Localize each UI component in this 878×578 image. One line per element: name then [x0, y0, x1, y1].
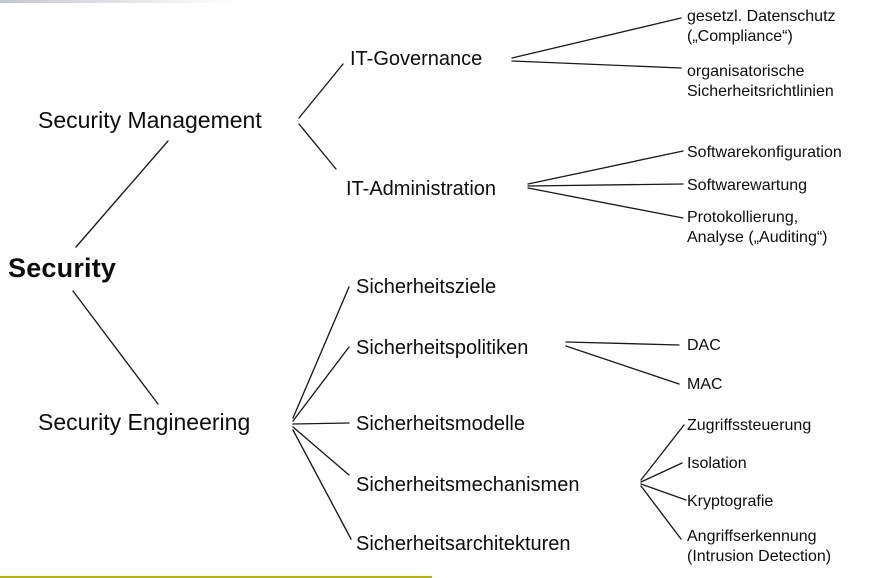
edge-management-to-governance [298, 63, 344, 119]
edge-engineering-to-architekturen [292, 429, 352, 540]
node-angriffserkennung: Angriffserkennung (Intrusion Detection) [687, 528, 832, 566]
edge-administration-to-konfiguration [527, 150, 684, 185]
node-gesetzl-datenschutz: gesetzl. Datenschutz („Compliance“) [687, 8, 836, 46]
edge-mechanismen-to-angriff [640, 485, 682, 540]
node-sicherheitspolitiken: Sicherheitspolitiken [356, 337, 529, 359]
top-edge-shadow [0, 0, 235, 3]
edge-security-to-management [75, 140, 169, 248]
node-mac: MAC [687, 376, 723, 393]
edge-engineering-to-politiken [292, 346, 350, 422]
edge-engineering-to-modelle [292, 422, 350, 425]
node-zugriffssteuerung: Zugriffssteuerung [687, 417, 812, 434]
node-kryptografie: Kryptografie [687, 493, 774, 510]
bottom-accent-line [0, 576, 432, 578]
node-sicherheitsziele: Sicherheitsziele [356, 276, 497, 298]
edge-mechanismen-to-zugriff [640, 424, 685, 481]
edge-engineering-to-ziele [292, 286, 350, 419]
node-protokollierung-analyse: Protokollierung, Analyse („Auditing“) [687, 209, 828, 247]
edge-administration-to-protokollierung [527, 187, 684, 219]
edge-mechanismen-to-kryptografie [640, 483, 687, 501]
node-dac: DAC [687, 337, 721, 354]
node-security: Security [8, 253, 117, 283]
node-sicherheitsarchitekturen: Sicherheitsarchitekturen [356, 533, 571, 555]
node-it-governance: IT-Governance [350, 48, 483, 70]
node-softwarewartung: Softwarewartung [687, 177, 808, 194]
edge-administration-to-wartung [527, 183, 684, 187]
node-security-engineering: Security Engineering [38, 409, 251, 435]
edge-management-to-administration [298, 123, 337, 170]
node-security-management: Security Management [38, 107, 262, 133]
node-sicherheitsmechanismen: Sicherheitsmechanismen [356, 474, 580, 496]
edge-mechanismen-to-isolation [640, 462, 683, 483]
edge-governance-to-datenschutz [511, 17, 682, 59]
node-it-administration: IT-Administration [346, 178, 497, 200]
node-sicherheitsmodelle: Sicherheitsmodelle [356, 413, 525, 435]
node-softwarekonfiguration: Softwarekonfiguration [687, 144, 842, 161]
node-organisatorische-richtlinien: organisatorische Sicherheitsrichtlinien [687, 63, 834, 101]
node-isolation: Isolation [687, 455, 747, 472]
edge-politiken-to-dac [565, 341, 680, 346]
edge-governance-to-richtlinien [511, 60, 682, 69]
edge-engineering-to-mechanismen [292, 426, 350, 476]
edge-politiken-to-mac [565, 345, 680, 385]
edge-security-to-engineering [72, 290, 159, 405]
